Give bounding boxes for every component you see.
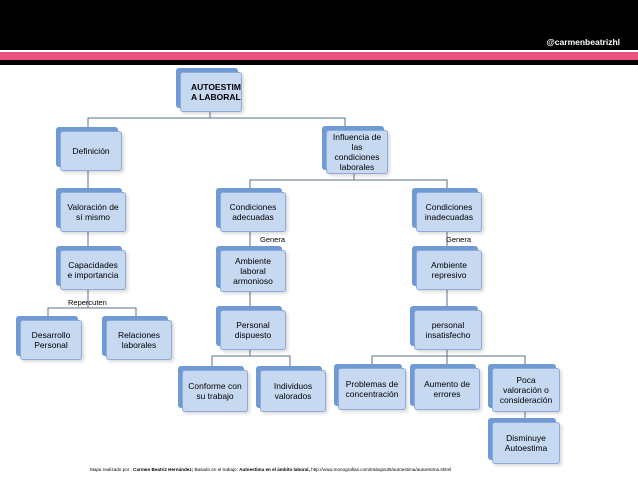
node-influencia-condiciones-label: Influencia de las condiciones laborales — [332, 131, 382, 173]
node-poca-valoracion-label: Poca valoración o consideración — [499, 374, 553, 406]
node-capacidades-label: Capacidades e importancia — [67, 259, 119, 280]
node-influencia-condiciones: Influencia de las condiciones laborales — [326, 130, 388, 174]
header-accent-stripe — [0, 52, 638, 60]
node-disminuye-autoestima-label: Disminuye Autoestima — [504, 432, 548, 453]
connector-root-branches — [87, 117, 346, 128]
node-autoestima-laboral-label: AUTOESTIM A LABORAL — [191, 81, 241, 102]
node-desarrollo-personal: Desarrollo Personal — [20, 320, 82, 360]
node-conforme-trabajo: Conforme con su trabajo — [182, 370, 248, 412]
connector-dispuesto-children — [211, 355, 291, 366]
edge-label-genera-right: Genera — [446, 235, 472, 244]
node-relaciones-laborales-label: Relaciones laborales — [117, 329, 161, 350]
node-personal-dispuesto-label: Personal dispuesto — [234, 319, 272, 340]
node-ambiente-represivo-label: Ambiente represivo — [431, 259, 467, 280]
node-valoracion-label: Valoración de sí mismo — [67, 201, 119, 222]
node-personal-dispuesto: Personal dispuesto — [220, 310, 286, 350]
connector-capacidades-children — [47, 307, 137, 318]
node-aumento-errores-label: Aumento de errores — [424, 378, 470, 399]
node-individuos-valorados: Individuos valorados — [260, 370, 326, 412]
header-divider-stripe — [0, 60, 638, 65]
node-problemas-concentracion-label: Problemas de concentración — [345, 378, 399, 399]
node-personal-insatisfecho-label: personal insatisfecho — [425, 319, 471, 340]
node-capacidades: Capacidades e importancia — [60, 250, 126, 290]
connector-influencia-children — [249, 179, 448, 188]
node-individuos-valorados-label: Individuos valorados — [273, 380, 313, 401]
footer-prefix: Mapa realizado por : — [90, 467, 132, 472]
node-condiciones-adecuadas-label: Condiciones adecuadas — [229, 201, 277, 222]
author-handle: @carmenbeatrizhl — [546, 37, 620, 47]
node-aumento-errores: Aumento de errores — [414, 368, 480, 410]
node-definicion-label: Definición — [72, 145, 110, 156]
node-relaciones-laborales: Relaciones laborales — [106, 320, 172, 360]
footer-author: Carmen Beatriz Hernández; — [133, 467, 194, 472]
header-bar — [0, 0, 638, 50]
node-conforme-trabajo-label: Conforme con su trabajo — [188, 380, 242, 401]
connector-insatisfecho-children — [371, 355, 526, 366]
node-ambiente-represivo: Ambiente represivo — [416, 250, 482, 290]
node-definicion: Definición — [60, 131, 122, 171]
source-footer: Mapa realizado por : Carmen Beatriz Hern… — [90, 467, 635, 472]
edge-label-repercuten: Repercuten — [68, 298, 107, 307]
node-ambiente-armonioso-label: Ambiente laboral armonioso — [233, 255, 273, 287]
node-disminuye-autoestima: Disminuye Autoestima — [492, 422, 560, 464]
node-ambiente-armonioso: Ambiente laboral armonioso — [220, 250, 286, 292]
edge-label-genera-left: Genera — [260, 235, 286, 244]
node-desarrollo-personal-label: Desarrollo Personal — [31, 329, 71, 350]
node-condiciones-inadecuadas: Condiciones inadecuadas — [416, 192, 482, 232]
node-problemas-concentracion: Problemas de concentración — [338, 368, 406, 410]
footer-middle: Basado en el trabajo: — [193, 467, 240, 472]
node-condiciones-adecuadas: Condiciones adecuadas — [220, 192, 286, 232]
node-personal-insatisfecho: personal insatisfecho — [414, 310, 482, 350]
node-poca-valoracion: Poca valoración o consideración — [492, 368, 560, 412]
node-autoestima-laboral: AUTOESTIM A LABORAL — [180, 72, 242, 112]
node-valoracion: Valoración de sí mismo — [60, 192, 126, 232]
footer-url: http://www.monografias.com/trabajos36/au… — [309, 467, 452, 472]
footer-work: Autoestima en el ámbito laboral, — [239, 467, 310, 472]
node-condiciones-inadecuadas-label: Condiciones inadecuadas — [424, 201, 474, 222]
